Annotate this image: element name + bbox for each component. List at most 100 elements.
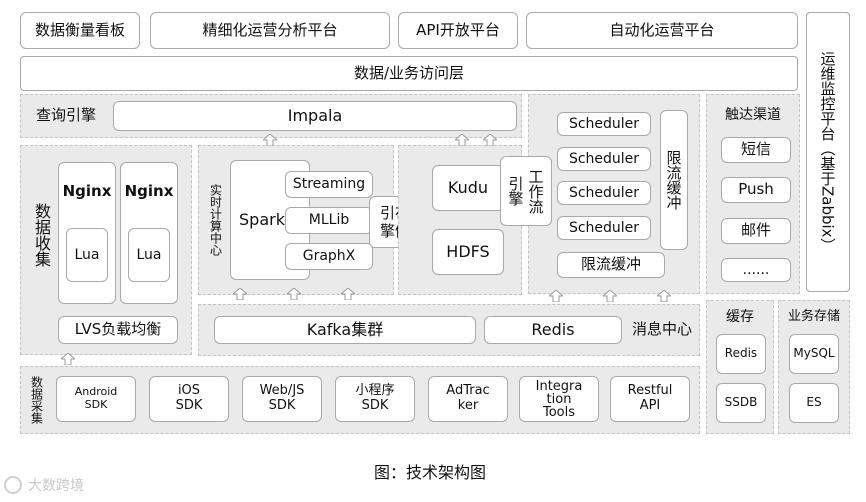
sdk-ios-box: iOS SDK	[149, 376, 229, 422]
up-arrow-icon	[287, 288, 301, 300]
sdk-restful-box: Restful API	[610, 376, 690, 422]
kudu-label: Kudu	[447, 177, 489, 197]
graphx-box: GraphX	[285, 243, 373, 270]
up-arrow-icon	[657, 290, 671, 302]
watermark-logo-icon	[4, 476, 22, 494]
dashboard-box: 数据衡量看板	[20, 12, 140, 49]
cache-item-label: SSDB	[724, 395, 758, 410]
monitor-label: 运维监控平台（基于Zabbix）	[818, 51, 837, 253]
sdk-title: 数据采集	[29, 376, 44, 424]
cache-title: 缓存	[726, 308, 754, 325]
dashboard-label: 数据衡量看板	[34, 20, 125, 39]
up-arrow-icon	[603, 290, 617, 302]
auto-platform-box: 自动化运营平台	[526, 12, 798, 49]
watermark-text: 大数跨境	[28, 478, 84, 494]
biz-storage-label: ES	[806, 395, 822, 410]
sdk-line: Android	[74, 385, 118, 399]
es-box: ES	[789, 383, 839, 423]
scheduler-label: Scheduler	[568, 150, 640, 167]
api-platform-label: API开放平台	[416, 20, 500, 39]
sdk-integration-box: Integra tion Tools	[519, 376, 599, 422]
sdk-line: 小程序	[355, 383, 395, 399]
rate-limit-bottom-label: 限流缓冲	[580, 255, 641, 274]
graphx-label: GraphX	[302, 248, 356, 265]
sdk-line: Tools	[542, 404, 576, 420]
nginx-label: Nginx	[62, 182, 112, 200]
cache-redis-box: Redis	[716, 334, 766, 374]
channel-item: Push	[721, 177, 791, 203]
ops-platform-label: 精细化运营分析平台	[202, 20, 338, 39]
spark-label: Spark	[239, 209, 285, 229]
hdfs-label: HDFS	[446, 241, 490, 261]
sdk-web-box: Web/JS SDK	[242, 376, 322, 422]
cache-item-label: Redis	[724, 346, 758, 361]
biz-storage-label: MySQL	[793, 346, 835, 361]
sdk-line: SDK	[268, 398, 296, 413]
channel-label: 短信	[740, 140, 771, 159]
monitor-panel	[806, 12, 850, 292]
sdk-line: SDK	[361, 398, 389, 413]
workflow-engine-label: 引擎	[506, 176, 525, 206]
lua-label: Lua	[136, 246, 162, 263]
lvs-box: LVS负载均衡	[58, 316, 178, 344]
redis-mq-box: Redis	[484, 316, 622, 344]
impala-label: Impala	[287, 105, 343, 125]
redis-mq-label: Redis	[531, 319, 575, 339]
scheduler-label: Scheduler	[568, 219, 640, 236]
access-layer-label: 数据/业务访问层	[353, 63, 465, 82]
streaming-box: Streaming	[285, 171, 373, 198]
nginx-label: Nginx	[124, 182, 174, 200]
kafka-box: Kafka集群	[214, 316, 476, 344]
scheduler-label: Scheduler	[568, 115, 640, 132]
watermark: 大数跨境	[4, 474, 84, 496]
lua-box-1: Lua	[66, 228, 108, 282]
up-arrow-icon	[61, 353, 75, 365]
sdk-adtracker-box: AdTrac ker	[428, 376, 508, 422]
up-arrow-icon	[233, 288, 247, 300]
impala-box: Impala	[113, 101, 517, 131]
rate-limit-side-label: 限流缓冲	[664, 150, 683, 210]
scheduler-label: Scheduler	[568, 184, 640, 201]
access-layer-box: 数据/业务访问层	[20, 56, 798, 91]
message-center-label: 消息中心	[631, 320, 692, 339]
scheduler-1: Scheduler	[557, 112, 651, 136]
channel-item: 邮件	[721, 218, 791, 244]
sdk-line: SDK	[175, 398, 203, 413]
query-label: 查询引擎	[35, 106, 96, 125]
workflow-box	[500, 156, 552, 226]
sdk-line: ker	[457, 398, 479, 413]
sdk-line: SDK	[84, 398, 108, 411]
workflow-label: 工作流	[526, 168, 545, 214]
rate-limit-bottom: 限流缓冲	[557, 252, 665, 278]
lua-label: Lua	[74, 246, 100, 263]
sdk-line: iOS	[177, 383, 201, 399]
up-arrow-icon	[549, 290, 563, 302]
channel-label: 邮件	[740, 221, 771, 240]
lua-box-2: Lua	[128, 228, 170, 282]
rate-limit-side	[660, 110, 688, 250]
up-arrow-icon	[341, 288, 355, 300]
kudu-box: Kudu	[432, 165, 504, 211]
sdk-line: Web/JS	[259, 383, 305, 399]
sdk-miniprogram-box: 小程序 SDK	[335, 376, 415, 422]
up-arrow-icon	[483, 134, 497, 146]
lvs-label: LVS负载均衡	[74, 320, 162, 339]
cache-ssdb-box: SSDB	[716, 383, 766, 423]
scheduler-2: Scheduler	[557, 147, 651, 171]
channel-item: ......	[721, 258, 791, 282]
kafka-label: Kafka集群	[306, 319, 384, 339]
up-arrow-icon	[455, 134, 469, 146]
channel-label: Push	[738, 180, 774, 199]
biz-storage-title: 业务存储	[787, 308, 840, 324]
auto-platform-label: 自动化运营平台	[609, 20, 715, 39]
mysql-box: MySQL	[789, 334, 839, 374]
channels-title: 触达渠道	[725, 106, 781, 123]
ops-platform-box: 精细化运营分析平台	[150, 12, 390, 49]
sdk-line: tion	[546, 391, 572, 407]
mllib-label: MLLib	[308, 212, 350, 229]
collect-title: 数据收集	[32, 203, 51, 267]
up-arrow-icon	[263, 134, 277, 146]
sdk-line: Integra	[535, 378, 583, 394]
hdfs-box: HDFS	[432, 229, 504, 275]
realtime-title: 实时计算中心	[208, 184, 223, 256]
